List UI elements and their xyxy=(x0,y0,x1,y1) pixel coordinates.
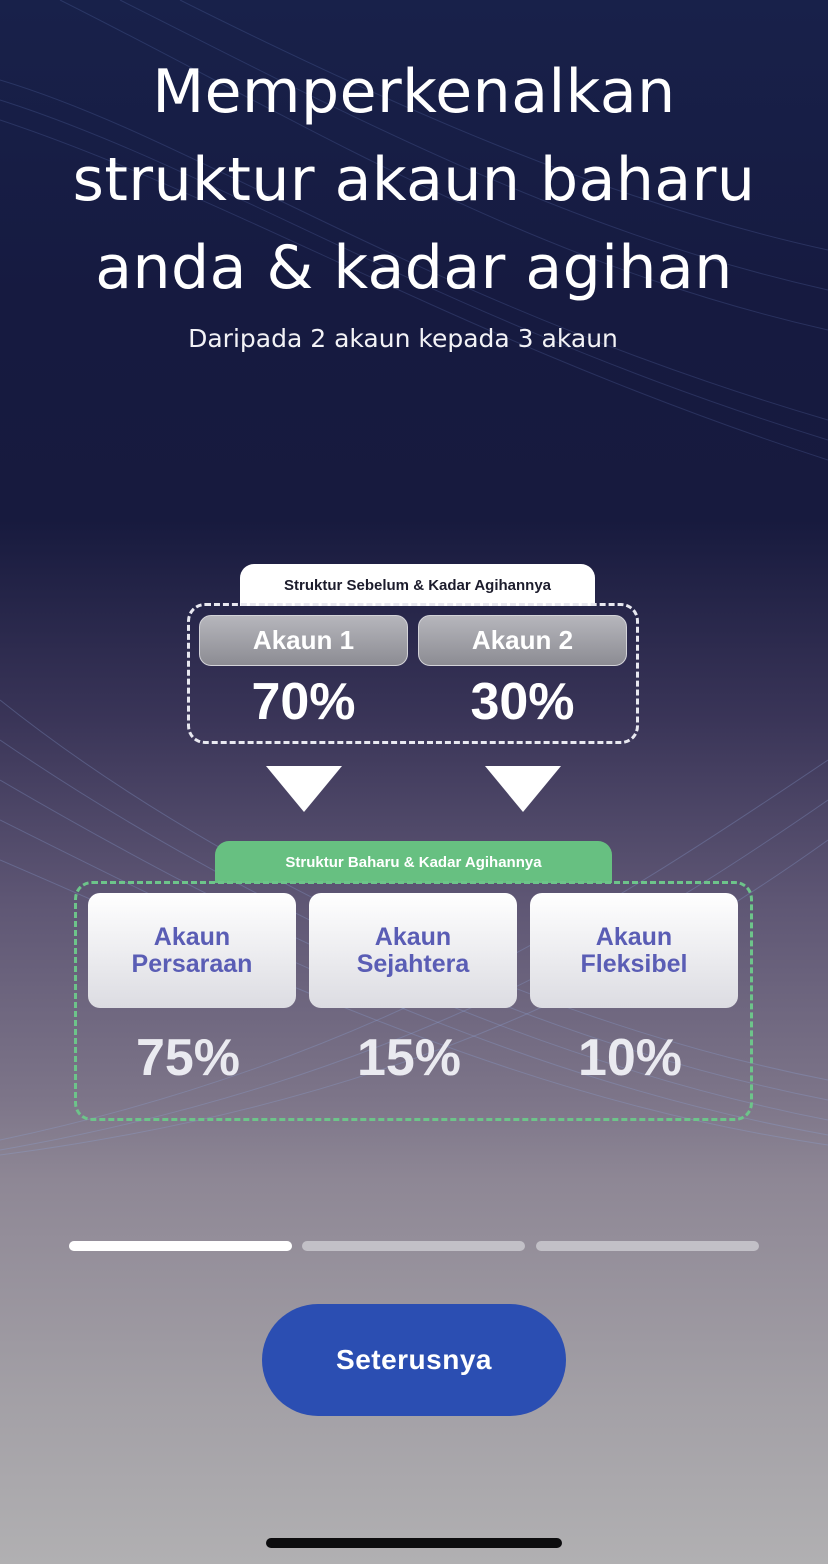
pager-step-1 xyxy=(69,1241,292,1251)
old-account-1-percent: 70% xyxy=(251,673,356,731)
pager-step-3 xyxy=(536,1241,759,1251)
new-account-fleksibel-card: Akaun Fleksibel xyxy=(530,893,738,1008)
new-account-sejahtera-card: Akaun Sejahtera xyxy=(309,893,517,1008)
new-account-fleksibel-percent: 10% xyxy=(577,1029,683,1087)
page-title-line-2: struktur akaun baharu xyxy=(72,145,756,215)
down-arrow-icon xyxy=(485,766,561,812)
old-structure-tag: Struktur Sebelum & Kadar Agihannya xyxy=(240,564,595,606)
old-account-2-percent: 30% xyxy=(470,673,575,731)
page-title-line-1: Memperkenalkan xyxy=(152,57,676,127)
old-account-2-label: Akaun 2 xyxy=(418,615,627,666)
page-title: Memperkenalkan struktur akaun baharu and… xyxy=(0,48,828,312)
new-account-persaraan-card: Akaun Persaraan xyxy=(88,893,296,1008)
next-button[interactable]: Seterusnya xyxy=(262,1304,566,1416)
old-account-1-label: Akaun 1 xyxy=(199,615,408,666)
new-account-sejahtera-percent: 15% xyxy=(356,1029,462,1087)
page-title-line-3: anda & kadar agihan xyxy=(95,233,733,303)
new-structure-frame xyxy=(74,881,753,1121)
home-indicator[interactable] xyxy=(266,1538,562,1548)
page-subtitle: Daripada 2 akaun kepada 3 akaun xyxy=(188,324,618,353)
pager-step-2 xyxy=(302,1241,525,1251)
old-structure-frame xyxy=(187,603,639,744)
new-structure-tag: Struktur Baharu & Kadar Agihannya xyxy=(215,841,612,883)
new-account-persaraan-percent: 75% xyxy=(135,1029,241,1087)
pager-step-fill xyxy=(69,1241,292,1251)
down-arrow-icon xyxy=(266,766,342,812)
